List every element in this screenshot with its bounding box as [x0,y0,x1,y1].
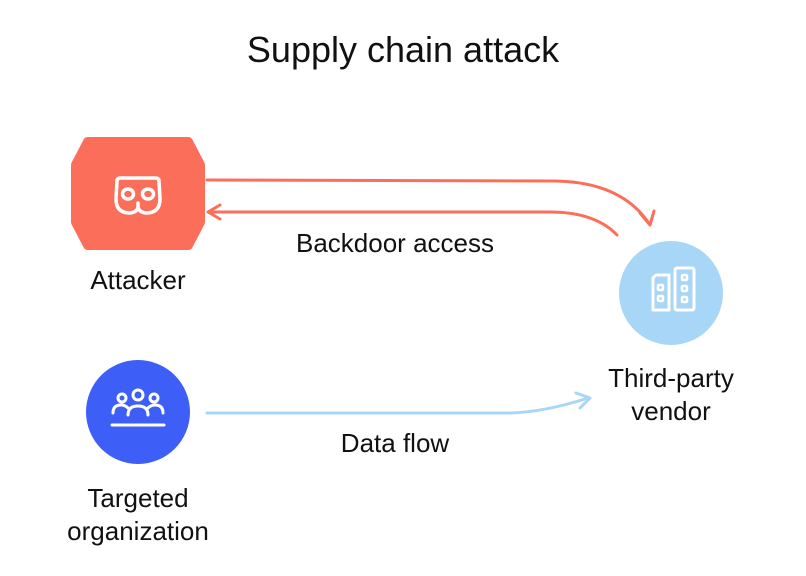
backdoor-arrow-to-attacker [208,210,619,237]
vendor-circle [619,241,723,345]
organization-label: Targeted organization [38,482,238,548]
vendor-label-line2: vendor [631,396,711,426]
building-icon [651,266,696,312]
mask-icon [114,176,162,215]
data-flow-arrow [205,396,590,415]
organization-circle [86,360,190,464]
vendor-label: Third-party vendor [571,362,771,428]
organization-label-line1: Targeted [87,483,189,513]
attacker-node [71,137,205,250]
organization-label-line2: organization [67,516,209,546]
vendor-label-line1: Third-party [608,363,734,393]
organization-node [86,360,190,464]
data-flow-edge [205,391,592,415]
backdoor-arrowhead-vendor [638,209,656,227]
data-flow-arrowhead [574,391,592,410]
group-icon [110,388,166,427]
data-flow-edge-label: Data flow [340,428,450,458]
backdoor-arrowhead-attacker [206,203,222,221]
attacker-label: Attacker [90,265,186,295]
backdoor-edge [205,178,656,237]
diagram-title: Supply chain attack [246,29,560,70]
attacker-hexagon [71,137,205,250]
vendor-node [619,241,723,345]
backdoor-edge-label: Backdoor access [296,228,494,258]
